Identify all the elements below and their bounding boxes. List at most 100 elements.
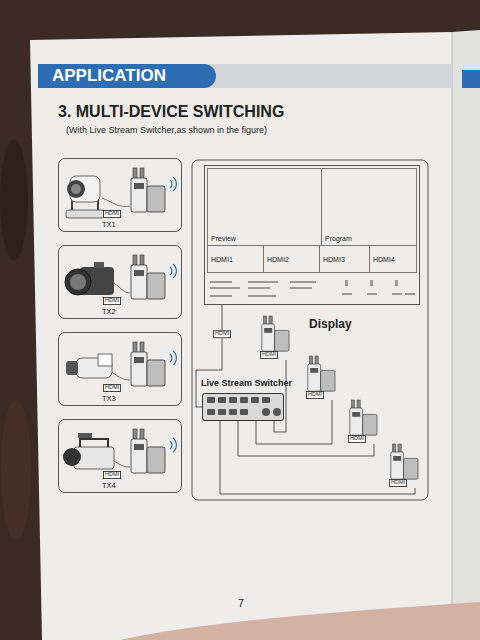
- switcher-button: [262, 397, 270, 403]
- port-label: HDMI: [348, 435, 366, 443]
- next-page-tab: [462, 70, 480, 88]
- camera-cable: [102, 198, 130, 207]
- status-text: [392, 293, 402, 295]
- status-text: [210, 287, 240, 289]
- transmitter: [131, 255, 165, 299]
- status-text: [342, 293, 352, 295]
- section-header: APPLICATION: [52, 67, 166, 84]
- status-text: [248, 281, 278, 283]
- port-label: HDMI: [103, 384, 121, 392]
- camcorder-set: [66, 342, 176, 386]
- page-fold: [452, 32, 453, 640]
- pro-camcorder-set: [63, 429, 176, 473]
- status-text: [290, 287, 312, 289]
- status-icon: [395, 280, 398, 286]
- port-label: HDMI: [389, 479, 407, 487]
- carpet-pattern: [0, 140, 28, 260]
- receiver: [391, 444, 418, 479]
- view-name: Preview: [211, 235, 236, 242]
- camera-lens: [71, 184, 81, 194]
- status-text: [290, 281, 316, 283]
- view-name: Program: [325, 235, 352, 242]
- wifi-symbol: [170, 264, 176, 278]
- input-window: HDMI2: [263, 245, 320, 273]
- display-monitor: DisplayPreviewProgramHDMI1HDMI2HDMI3HDMI…: [204, 165, 420, 305]
- receiver-unit: HDMI: [346, 400, 384, 444]
- camera-transmitter-box: HDMI TX4: [58, 419, 182, 493]
- subtitle: (With Live Stream Switcher,as shown in t…: [66, 126, 267, 135]
- page-title: 3. MULTI-DEVICE SWITCHING: [58, 104, 284, 120]
- switcher-button: [229, 409, 237, 415]
- camera-hotshoe: [94, 262, 104, 268]
- camera-cable: [112, 372, 130, 380]
- status-icon: [345, 280, 348, 286]
- wifi-symbol: [170, 351, 176, 365]
- carpet-pattern: [1, 400, 31, 540]
- receiver-unit: HDMI: [387, 444, 425, 488]
- port-label: HDMI: [103, 297, 121, 305]
- switcher-button: [229, 397, 237, 403]
- receiver-unit: HDMI: [304, 356, 342, 400]
- camera-lens: [65, 269, 91, 295]
- camera-lens: [67, 180, 85, 198]
- switcher-knob: [273, 408, 281, 416]
- camera-transmitter-box: HDMITX1: [58, 158, 182, 232]
- input-window: HDMI4: [369, 245, 417, 273]
- monitor-status-row: [210, 280, 415, 297]
- camera-transmitter-box: HDMI TX2: [58, 245, 182, 319]
- receiver: [262, 316, 289, 351]
- switcher-knob: [262, 408, 270, 416]
- status-text: [210, 281, 232, 283]
- port-label: HDMI: [260, 351, 278, 359]
- hdmi-cable: [274, 360, 286, 432]
- transmitter: [131, 429, 165, 473]
- status-text: [405, 293, 415, 295]
- page-number: 7: [238, 598, 244, 609]
- switcher-body: [202, 393, 284, 421]
- switcher-button: [218, 397, 226, 403]
- camera-lens: [70, 274, 86, 290]
- receiver: [308, 356, 335, 391]
- camera-mic: [78, 433, 92, 438]
- receiver-unit: HDMI: [258, 316, 296, 360]
- camera-screen: [98, 354, 112, 366]
- transmitter-name: TX2: [102, 308, 116, 316]
- camera-cable: [114, 461, 130, 467]
- switcher-button: [251, 397, 259, 403]
- switcher-button: [207, 397, 215, 403]
- port-label: HDMI: [103, 471, 121, 479]
- transmitter-name: TX3: [102, 395, 116, 403]
- hdmi-cable: [238, 421, 374, 456]
- camera-lens: [63, 448, 81, 466]
- application-panel: [192, 160, 428, 500]
- view-name: HDMI2: [267, 256, 289, 263]
- view-name: HDMI3: [323, 256, 345, 263]
- transmitter-name: TX4: [102, 482, 116, 490]
- status-text: [367, 293, 377, 295]
- preview-window: Preview: [207, 168, 322, 246]
- port-label: HDMI: [306, 391, 324, 399]
- ptz-camera-set: [66, 168, 176, 218]
- camera-cable: [114, 283, 130, 293]
- status-text: [248, 287, 270, 289]
- hdmi-cable: [256, 400, 332, 444]
- switcher-button: [240, 397, 248, 403]
- display-label: Display: [309, 318, 352, 330]
- switcher-button: [218, 409, 226, 415]
- header-band: [38, 64, 452, 88]
- input-window: HDMI3: [319, 245, 370, 273]
- wifi-symbol: [170, 177, 176, 191]
- camera-handle: [80, 439, 108, 447]
- transmitter-name: TX1: [102, 221, 116, 229]
- status-icon: [370, 280, 373, 286]
- cable-label: HDMI: [213, 330, 231, 338]
- switcher-button: [240, 409, 248, 415]
- switcher-buttons: [207, 397, 281, 416]
- transmitter: [131, 342, 165, 386]
- manual-page: [30, 32, 452, 640]
